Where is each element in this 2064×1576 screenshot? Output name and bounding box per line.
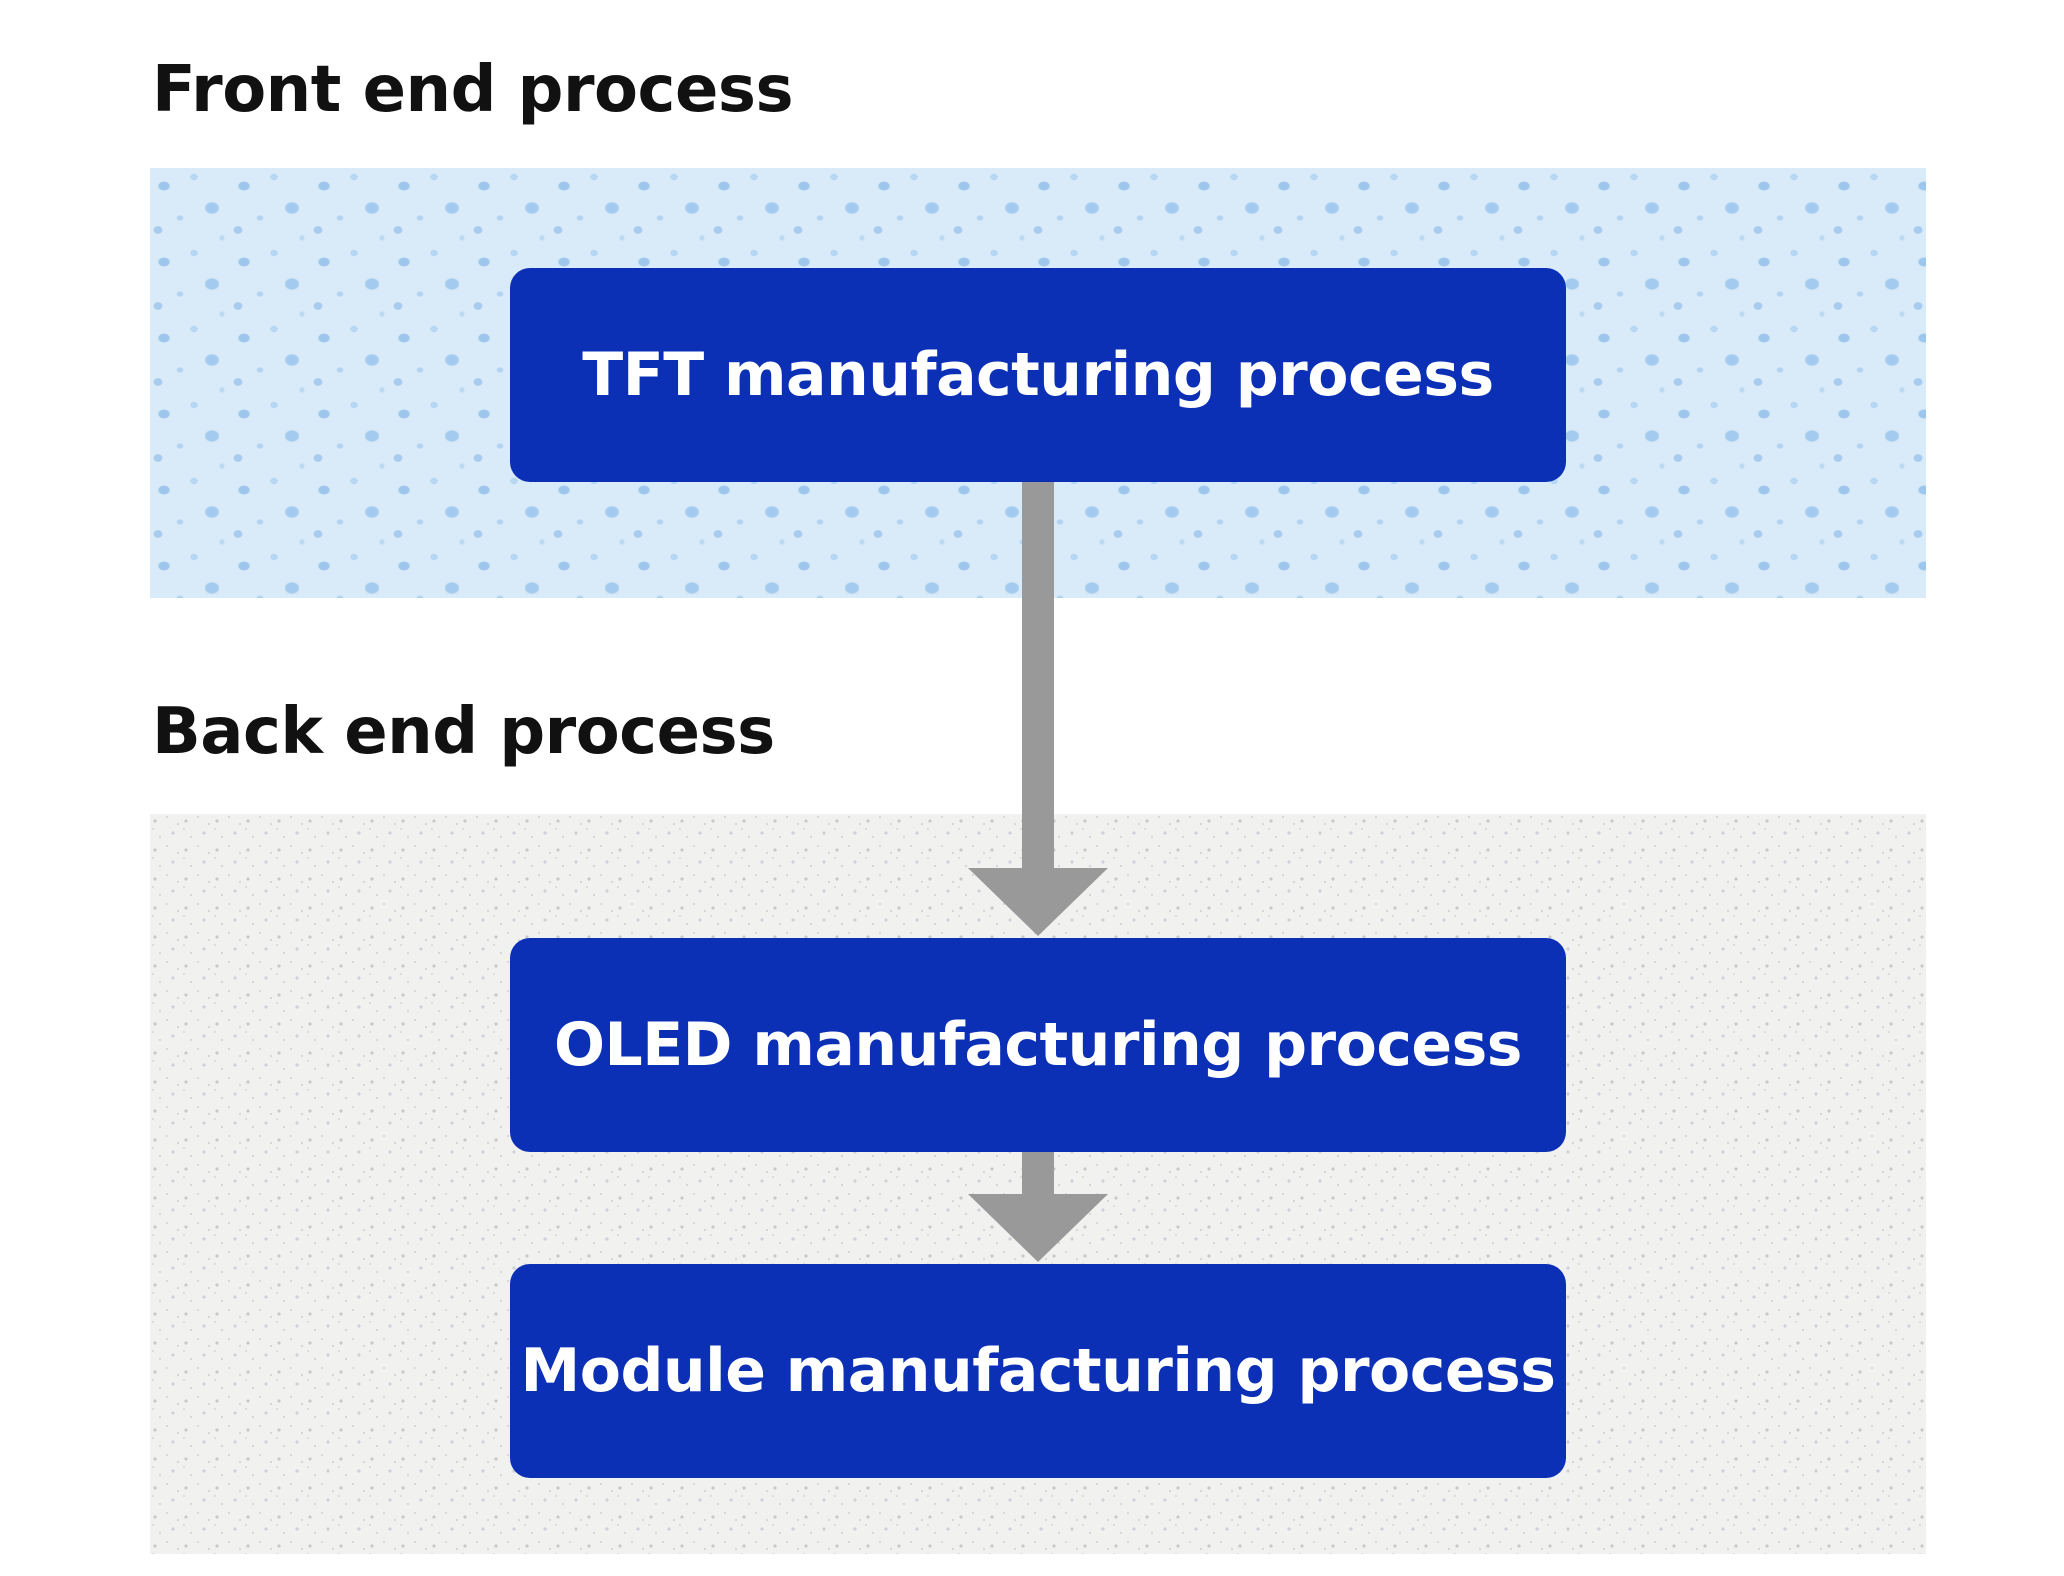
- arrow-oled-to-module: [968, 1150, 1108, 1262]
- front-end-section-title: Front end process: [152, 53, 794, 127]
- back-end-section-title: Back end process: [152, 695, 775, 769]
- oled-process-label: OLED manufacturing process: [553, 1010, 1523, 1080]
- arrow-head: [968, 1194, 1108, 1262]
- module-process-box: Module manufacturing process: [510, 1264, 1566, 1478]
- arrow-head: [968, 868, 1108, 936]
- tft-process-box: TFT manufacturing process: [510, 268, 1566, 482]
- module-process-label: Module manufacturing process: [520, 1336, 1556, 1406]
- arrow-shaft: [1022, 1150, 1054, 1196]
- tft-process-label: TFT manufacturing process: [582, 340, 1494, 410]
- arrow-shaft: [1022, 480, 1054, 870]
- arrow-tft-to-oled: [968, 480, 1108, 936]
- oled-process-box: OLED manufacturing process: [510, 938, 1566, 1152]
